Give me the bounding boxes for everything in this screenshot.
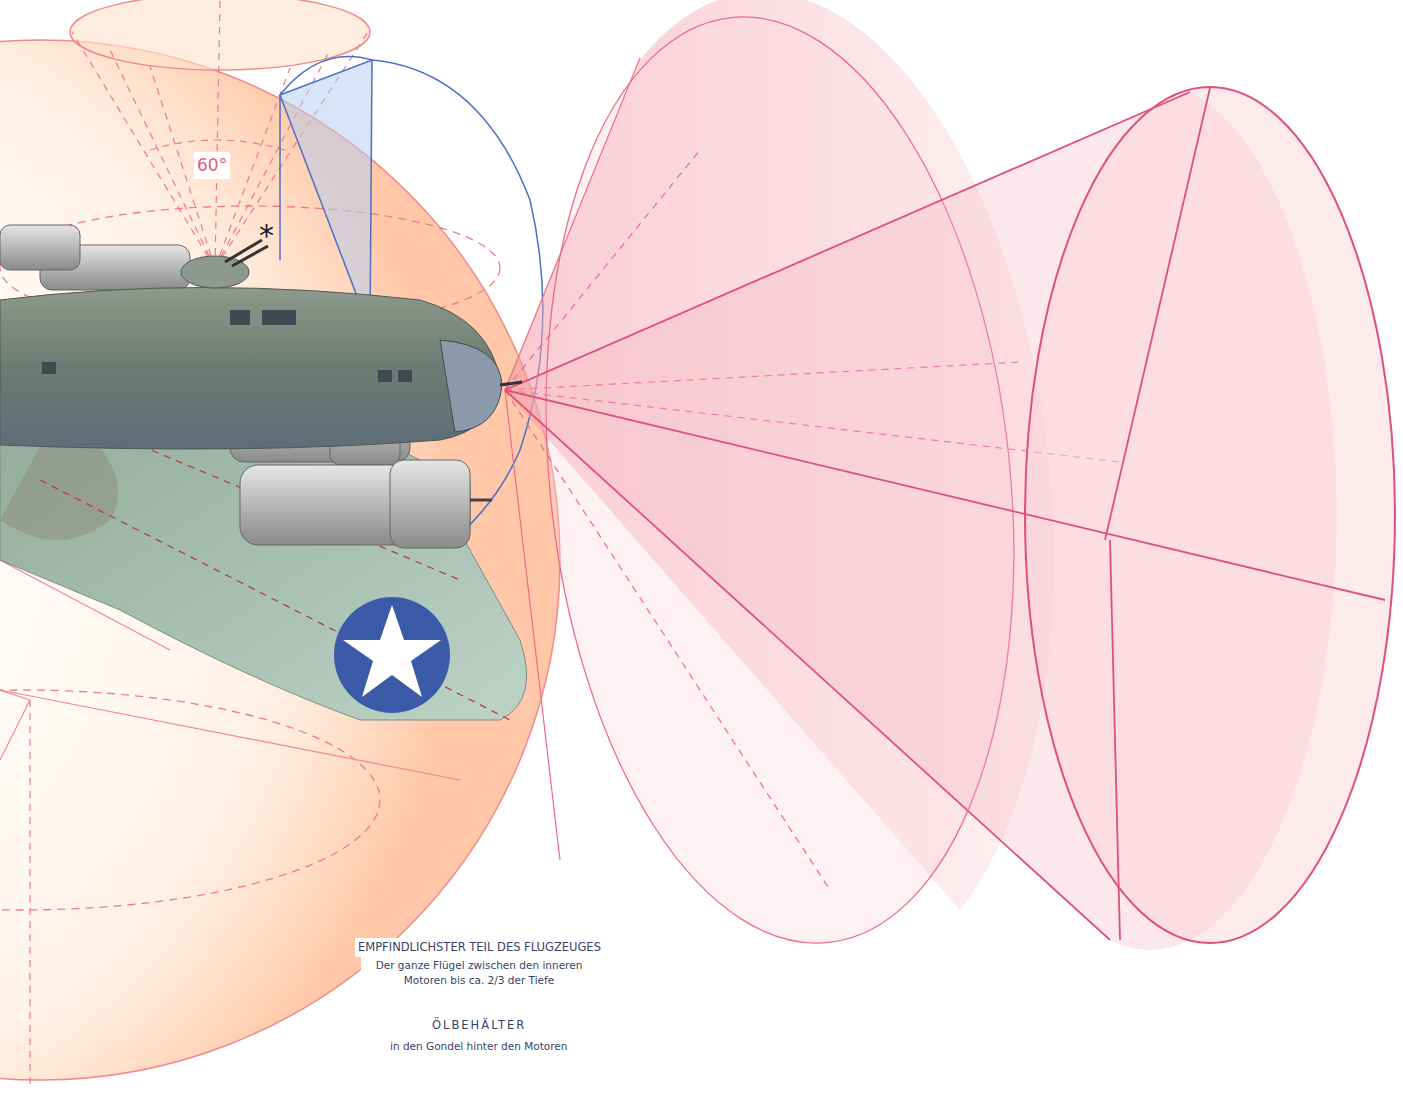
gun-marker: *	[259, 214, 274, 258]
caption-text: Der ganze Flügel zwischen den inneren Mo…	[361, 957, 597, 989]
caption-heading: EMPFINDLICHSTER TEIL DES FLUGZEUGES	[355, 938, 604, 957]
caption-heading: ÖLBEHÄLTER	[429, 1016, 529, 1035]
caption-text: in den Gondel hinter den Motoren	[387, 1038, 570, 1055]
angle-label: 60°	[194, 152, 230, 179]
